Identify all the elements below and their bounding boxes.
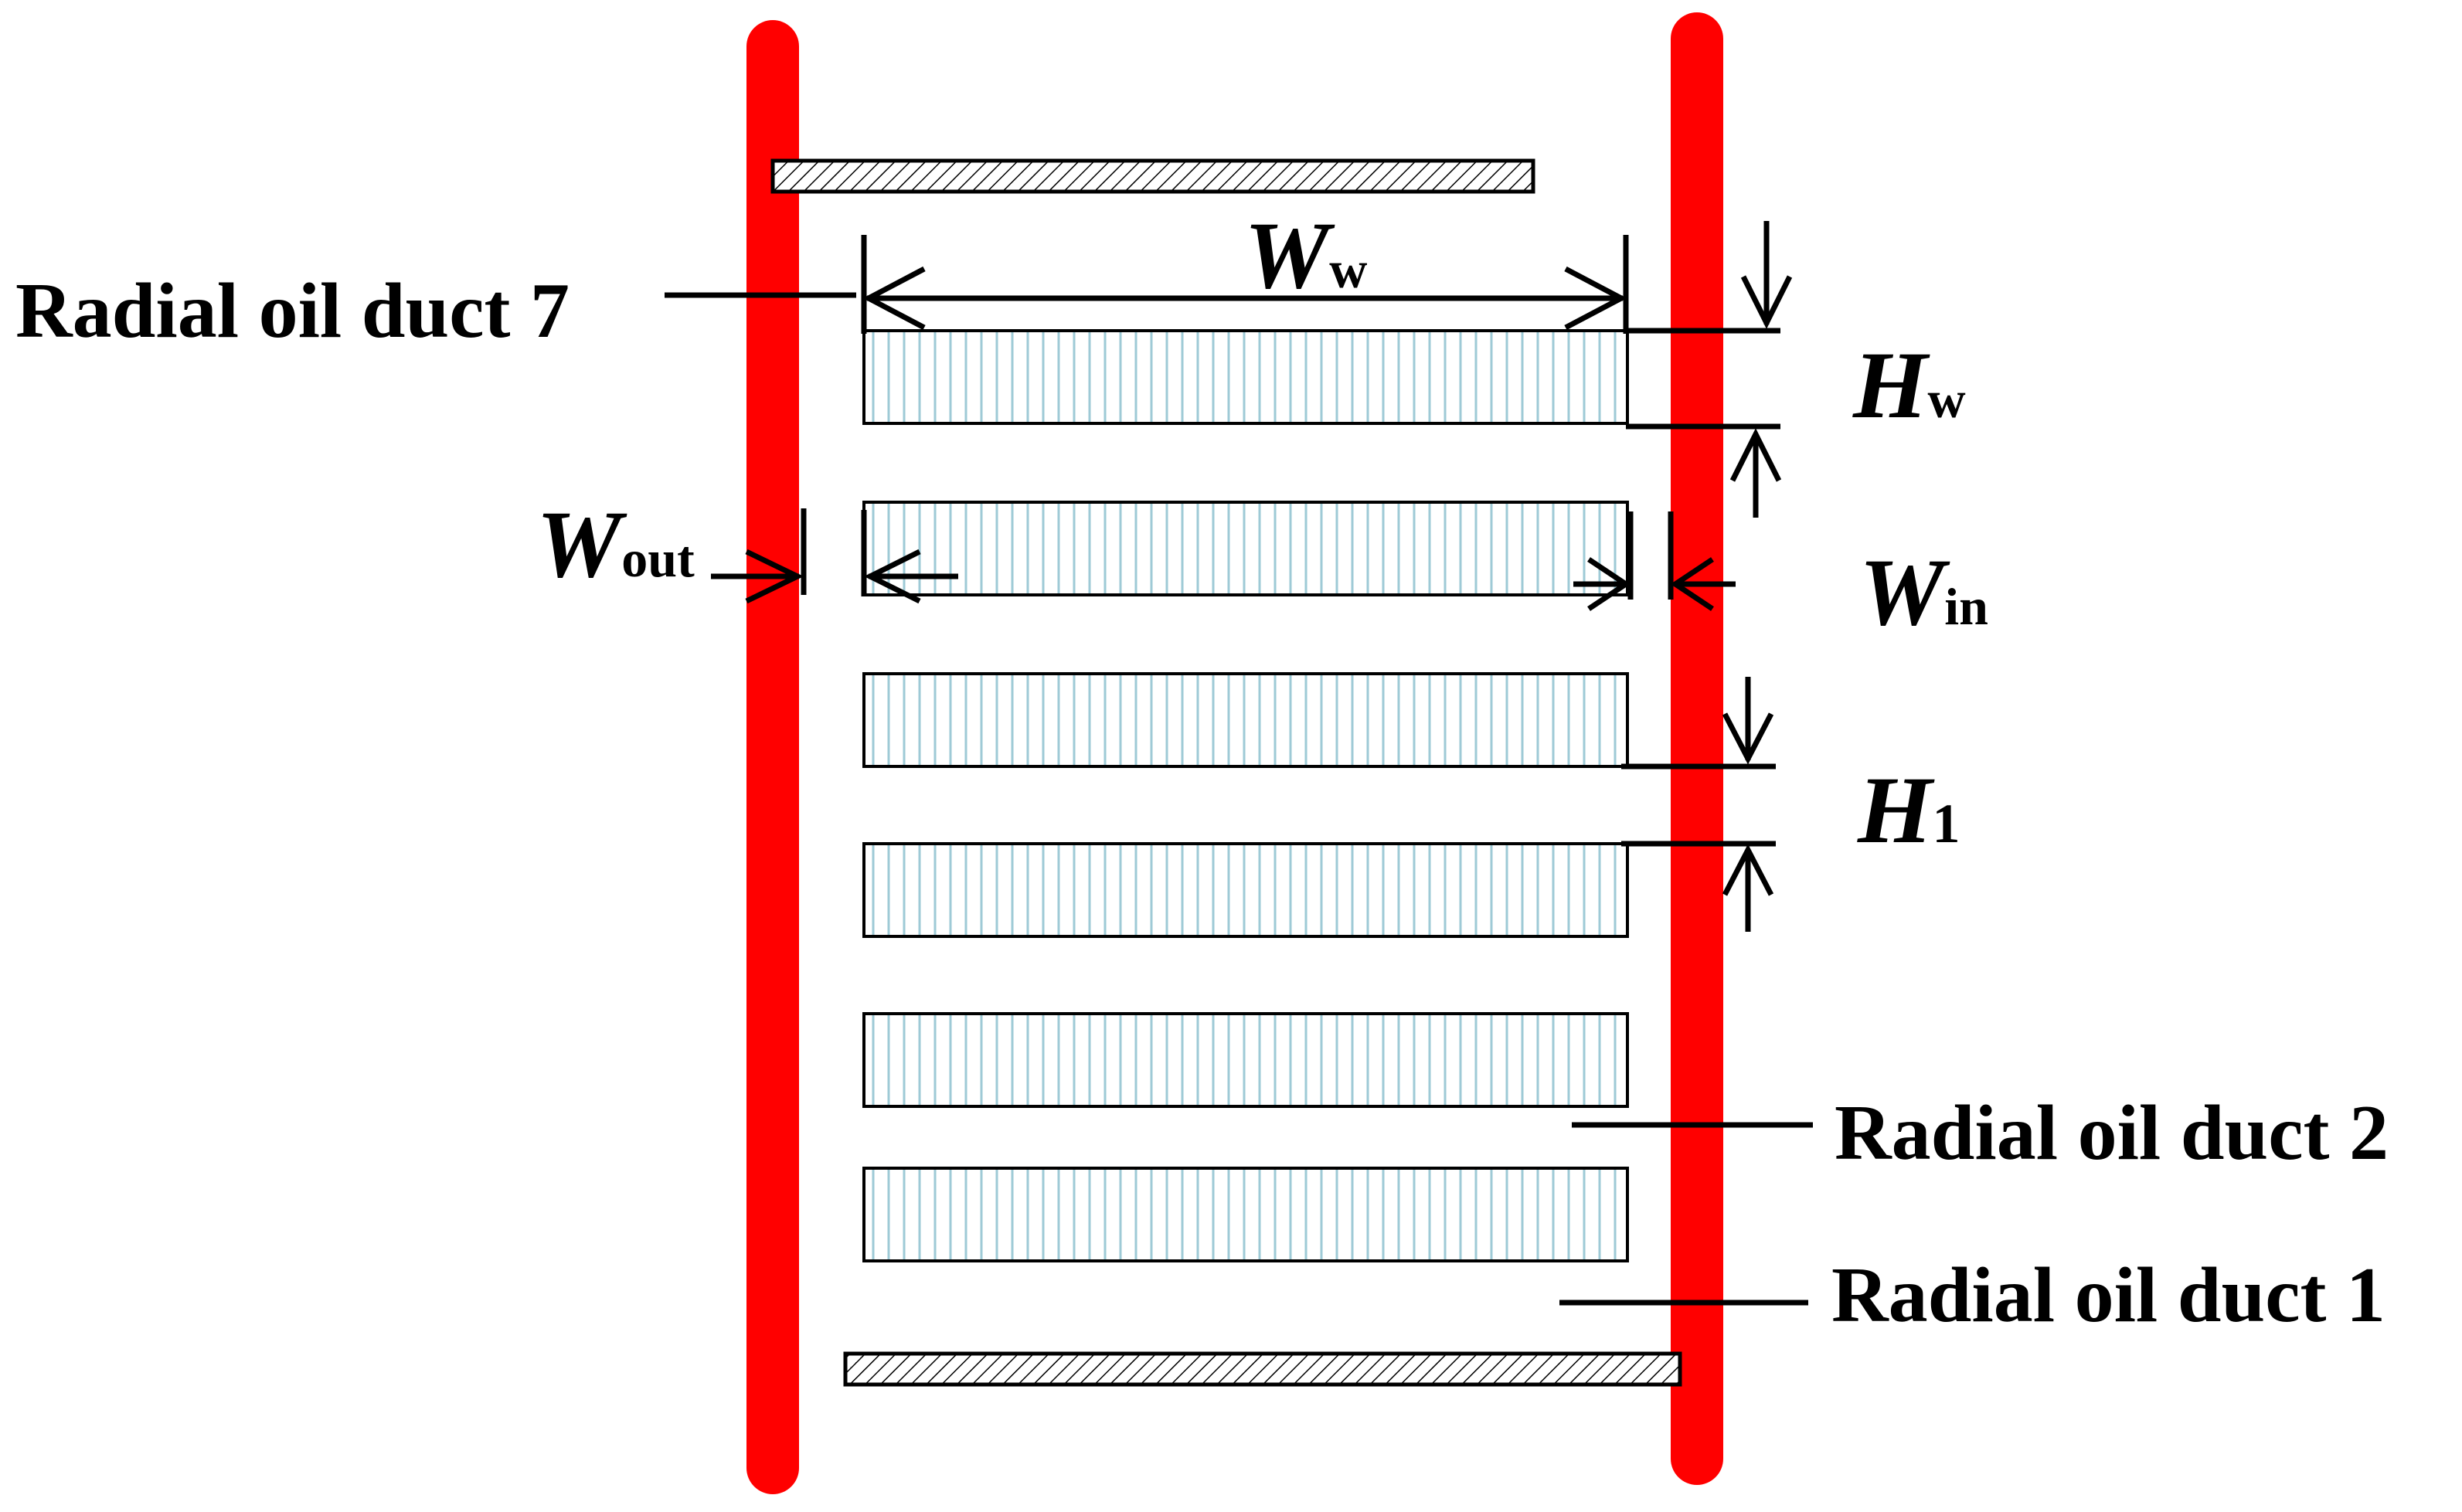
winding-disc bbox=[862, 1012, 1629, 1108]
win-dimension bbox=[1573, 511, 1736, 611]
hw-dimension bbox=[1626, 221, 1793, 518]
wout-symbol: Wout bbox=[536, 491, 695, 597]
winding-disc bbox=[862, 501, 1629, 596]
winding-disc bbox=[862, 329, 1629, 425]
duct2-label: Radial oil duct 2 bbox=[1835, 1089, 2389, 1177]
winding-disc bbox=[862, 672, 1629, 768]
hw-symbol: Hw bbox=[1852, 332, 1966, 438]
h1-dimension bbox=[1621, 677, 1776, 932]
winding-discs bbox=[862, 329, 1629, 1262]
wout-dimension bbox=[711, 508, 958, 604]
h1-symbol: H1 bbox=[1857, 757, 1960, 863]
winding-disc bbox=[862, 842, 1629, 938]
bottom-washer bbox=[843, 1351, 1682, 1387]
top-washer bbox=[770, 158, 1535, 194]
winding-disc bbox=[862, 1167, 1629, 1262]
duct1-label: Radial oil duct 1 bbox=[1831, 1252, 2385, 1339]
win-symbol: Win bbox=[1859, 539, 1988, 645]
duct7-label: Radial oil duct 7 bbox=[15, 267, 570, 355]
ww-symbol: Ww bbox=[1244, 202, 1367, 308]
ww-dimension bbox=[861, 235, 1629, 334]
